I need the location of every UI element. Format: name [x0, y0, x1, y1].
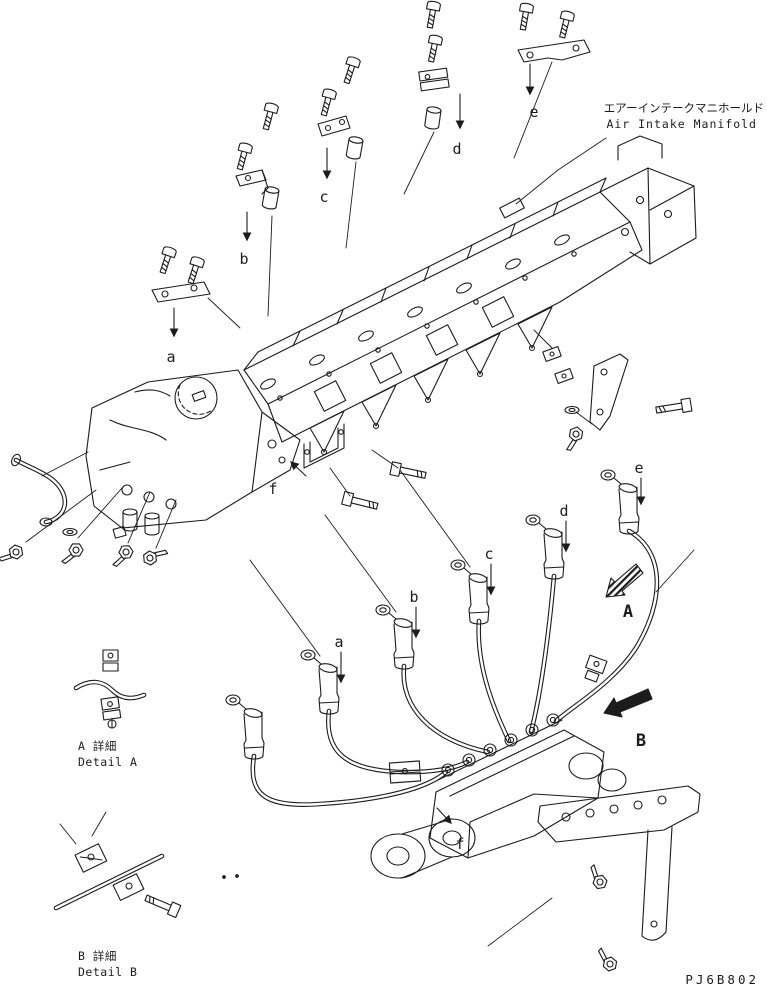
- header-leader-line: [515, 137, 607, 205]
- detail-a-label-en: Detail A: [78, 755, 137, 769]
- callout-e-fuel-line: e: [634, 459, 643, 477]
- detail-b-label-ja: B 詳細: [78, 949, 117, 963]
- detail-a-label-ja: A 詳細: [78, 739, 117, 753]
- fuel-line-callout-arrows: [336, 477, 646, 824]
- manifold-callout-arrows: [169, 63, 535, 477]
- pipe-clamp: [388, 760, 422, 784]
- fuel-injection-lines: [225, 469, 695, 947]
- injection-pump: [370, 713, 627, 879]
- view-b-arrow-icon: [603, 688, 653, 718]
- left-fittings-group: [0, 451, 177, 571]
- callout-arrow-f-top: [290, 461, 307, 477]
- callout-c-manifold: c: [319, 188, 328, 206]
- detail-b-figure: [53, 811, 239, 919]
- mounting-bracket: [537, 785, 701, 974]
- detail-a-figure: [73, 649, 147, 729]
- callout-d-manifold: d: [452, 140, 461, 158]
- callout-f-fuel-line: f: [455, 835, 464, 853]
- title-english: Air Intake Manifold: [606, 117, 757, 131]
- callout-a-fuel-line: a: [334, 633, 343, 651]
- air-intake-manifold-body: [243, 135, 697, 456]
- callout-a-manifold: a: [166, 348, 175, 366]
- title-japanese: エアーインテークマニホールド: [604, 101, 764, 115]
- view-a-arrow-icon: [605, 563, 644, 598]
- detail-b-label-en: Detail B: [78, 965, 137, 979]
- callout-c-fuel-line: c: [484, 545, 493, 563]
- manifold-front-housing: [85, 369, 301, 536]
- callout-f-manifold: f: [268, 480, 277, 498]
- view-b-label: B: [636, 731, 646, 751]
- view-a-label: A: [623, 602, 633, 622]
- callout-d-fuel-line: d: [559, 502, 568, 520]
- manifold-mounting-hardware: [151, 0, 693, 514]
- callout-arrow-f-bottom: [436, 807, 452, 824]
- callout-e-manifold: e: [529, 103, 538, 121]
- callout-b-fuel-line: b: [409, 588, 418, 606]
- drawing-number: PJ6B802: [685, 972, 759, 987]
- callout-b-manifold: b: [239, 250, 248, 268]
- pipe-clamp: [584, 654, 608, 683]
